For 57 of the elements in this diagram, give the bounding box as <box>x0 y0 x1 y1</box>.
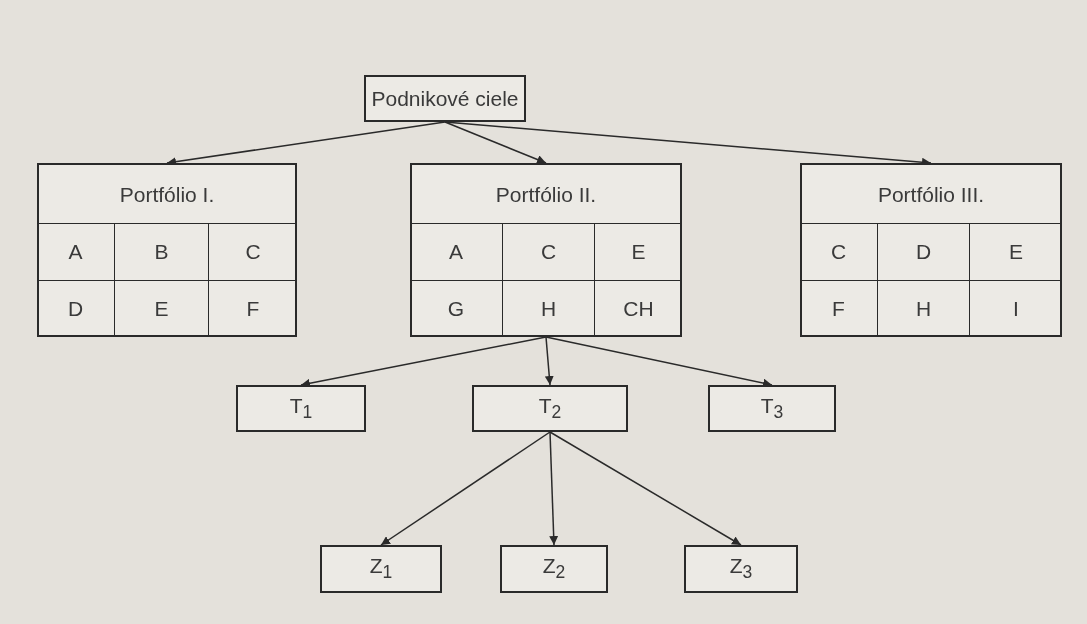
portfolio-table <box>410 163 682 337</box>
process-box <box>708 385 836 432</box>
box-label: Z$_{3}$ <box>729 554 753 584</box>
arrow <box>300 336 547 388</box>
cell-text: C <box>540 240 557 264</box>
cell-text: CH <box>623 297 654 321</box>
box-label: Podnikové ciele <box>371 86 519 111</box>
cell-text: I <box>1013 297 1019 321</box>
box-label: Z$_{2}$ <box>542 554 566 584</box>
table-cell <box>208 223 297 280</box>
table-cell <box>502 223 594 280</box>
process-box <box>500 545 608 593</box>
cell-text: D <box>915 240 932 264</box>
process-box <box>472 385 628 432</box>
box-label: Z$_{1}$ <box>369 554 393 584</box>
cell-text: A <box>449 240 463 264</box>
table-cell <box>114 280 208 337</box>
cell-text: G <box>447 297 465 321</box>
process-box <box>684 545 798 593</box>
arrow <box>549 431 742 546</box>
portfolio-table <box>37 163 297 337</box>
arrow <box>545 336 773 388</box>
cell-text: E <box>154 297 169 321</box>
cell-text: A <box>68 240 83 264</box>
table-cell <box>969 280 1062 337</box>
cell-text: F <box>246 297 260 321</box>
table-header: Portfólio III. <box>877 183 985 207</box>
cell-text: D <box>67 297 84 321</box>
box-label: T$_{1}$ <box>289 393 313 424</box>
cell-text: E <box>631 240 646 264</box>
cell-text: C <box>830 240 847 264</box>
table-cell <box>208 280 297 337</box>
table-cell <box>877 280 969 337</box>
process-box <box>364 75 526 122</box>
table-cell <box>114 223 208 280</box>
cell-text: H <box>915 297 932 321</box>
table-cell <box>594 280 682 337</box>
box-label: T$_{3}$ <box>760 393 784 424</box>
table-header: Portfólio I. <box>119 183 215 207</box>
table-cell <box>969 223 1062 280</box>
portfolio-table <box>800 163 1062 337</box>
arrow <box>380 431 551 546</box>
arrow <box>444 121 547 164</box>
table-cell <box>877 223 969 280</box>
cell-text: C <box>245 240 261 264</box>
table-cell <box>502 280 594 337</box>
cell-text: F <box>832 297 845 321</box>
process-box <box>320 545 442 593</box>
table-header: Portfólio II. <box>495 183 597 207</box>
cell-text: H <box>540 297 557 321</box>
table-cell <box>594 223 682 280</box>
box-label: T$_{2}$ <box>538 393 562 424</box>
cell-text: B <box>154 240 169 264</box>
arrow <box>549 431 559 546</box>
process-box <box>236 385 366 432</box>
arrow <box>544 336 554 386</box>
cell-text: E <box>1009 240 1023 264</box>
